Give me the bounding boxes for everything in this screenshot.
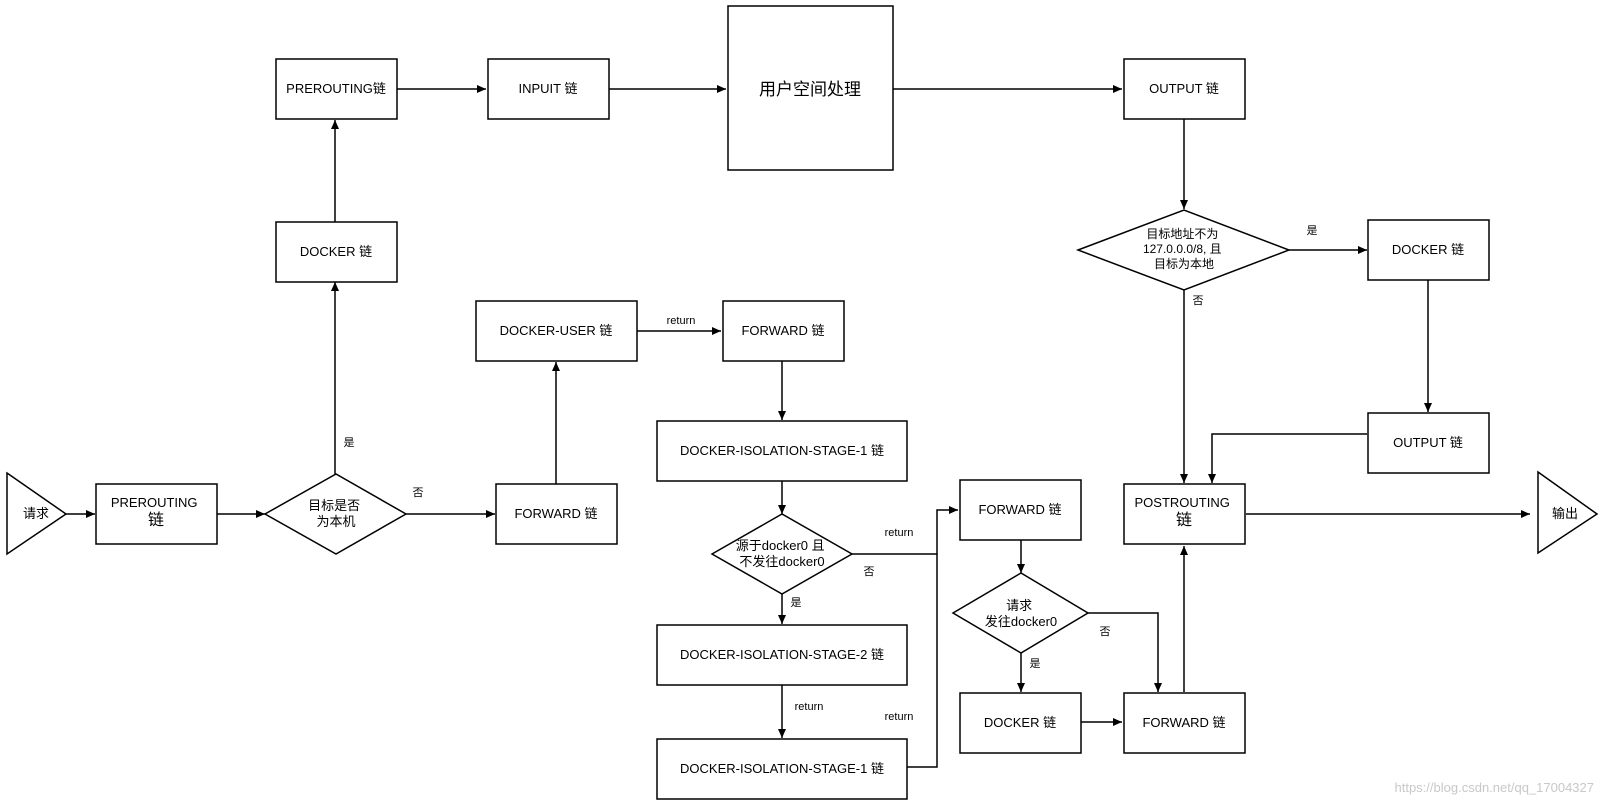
userspace-label: 用户空间处理	[759, 80, 861, 99]
edge-label-docker-user-return: return	[667, 315, 696, 327]
output-chain-top-label: OUTPUT 链	[1149, 81, 1219, 96]
forward-chain-mid-box	[722, 300, 845, 362]
prerouting-bottom-box	[95, 483, 218, 545]
watermark-text: https://blog.csdn.net/qq_17004327	[1394, 780, 1595, 795]
input-chain-box	[487, 58, 610, 120]
isolation-stage1-b-label: DOCKER-ISOLATION-STAGE-1 链	[680, 761, 884, 776]
decision-not-loopback-label: 目标地址不为 127.0.0.0/8, 且 目标为本地	[1143, 227, 1225, 271]
isolation-stage1-b-box	[656, 738, 908, 800]
edge-isolation1b-return-to-forward-right	[906, 554, 938, 768]
docker-chain-bottom-label: DOCKER 链	[984, 715, 1056, 730]
postrouting-label: POSTROUTING 链	[1135, 495, 1234, 529]
prerouting-top-box	[275, 58, 398, 120]
decision-request-docker0-diamond	[951, 572, 1090, 654]
docker-chain-right-box	[1367, 219, 1490, 281]
request-terminal	[6, 471, 68, 556]
edge-label-loopback-no: 否	[1193, 295, 1204, 307]
docker-chain-left-label: DOCKER 链	[300, 244, 372, 259]
output-chain-right-label: OUTPUT 链	[1393, 435, 1463, 450]
isolation-stage2-label: DOCKER-ISOLATION-STAGE-2 链	[680, 647, 884, 662]
edge-label-local-no: 否	[413, 487, 424, 499]
isolation-stage1-a-box	[656, 420, 908, 482]
prerouting-top-label: PREROUTING链	[286, 81, 386, 96]
forward-chain-left-box	[495, 483, 618, 545]
output-terminal	[1537, 470, 1599, 555]
edge-label-local-yes: 是	[344, 436, 355, 449]
output-chain-top-box	[1123, 58, 1246, 120]
forward-chain-mid-label: FORWARD 链	[741, 323, 824, 338]
decision-not-loopback-diamond	[1075, 209, 1292, 291]
prerouting-bottom-label: PREROUTING 链	[111, 495, 201, 529]
input-chain-label: INPUIT 链	[519, 81, 578, 96]
output-end-label: 输出	[1552, 506, 1578, 521]
forward-chain-bottom-box	[1123, 692, 1246, 754]
edge-label-loopback-yes: 是	[1307, 224, 1318, 237]
edge-label-req-docker0-no: 否	[1100, 626, 1111, 638]
isolation-stage2-box	[656, 624, 908, 686]
forward-chain-bottom-label: FORWARD 链	[1142, 715, 1225, 730]
docker-chain-bottom-box	[959, 692, 1082, 754]
edge-label-docker0-return: return	[885, 527, 914, 539]
edge-label-docker0-no: 否	[864, 566, 875, 578]
docker-chain-left-box	[275, 221, 398, 283]
forward-chain-left-label: FORWARD 链	[514, 506, 597, 521]
decision-local-label: 目标是否 为本机	[308, 498, 364, 529]
userspace-box	[727, 5, 894, 171]
decision-docker0-label: 源于docker0 且 不发往docker0	[736, 538, 829, 569]
output-chain-right-box	[1367, 412, 1490, 474]
forward-chain-right-box	[959, 479, 1082, 541]
decision-request-docker0-label: 请求 发往docker0	[985, 598, 1057, 629]
docker-user-chain-box	[475, 300, 638, 362]
edge-label-docker0-yes: 是	[791, 596, 802, 609]
request-label: 请求	[23, 506, 49, 521]
edge-decision-docker0-no-to-forward-right	[852, 506, 958, 555]
edge-label-stage2-return: return	[795, 701, 824, 713]
postrouting-box	[1123, 483, 1246, 545]
edge-decision-request-no-to-forward-bottom	[1088, 612, 1162, 692]
forward-chain-right-label: FORWARD 链	[978, 502, 1061, 517]
decision-local-diamond	[263, 473, 408, 555]
edge-label-stage1b-return: return	[885, 711, 914, 723]
docker-chain-right-label: DOCKER 链	[1392, 242, 1464, 257]
docker-user-chain-label: DOCKER-USER 链	[500, 323, 613, 338]
edge-output-right-to-postrouting	[1208, 433, 1367, 483]
decision-docker0-diamond	[710, 513, 854, 595]
edge-label-req-docker0-yes: 是	[1030, 657, 1041, 670]
isolation-stage1-a-label: DOCKER-ISOLATION-STAGE-1 链	[680, 443, 884, 458]
